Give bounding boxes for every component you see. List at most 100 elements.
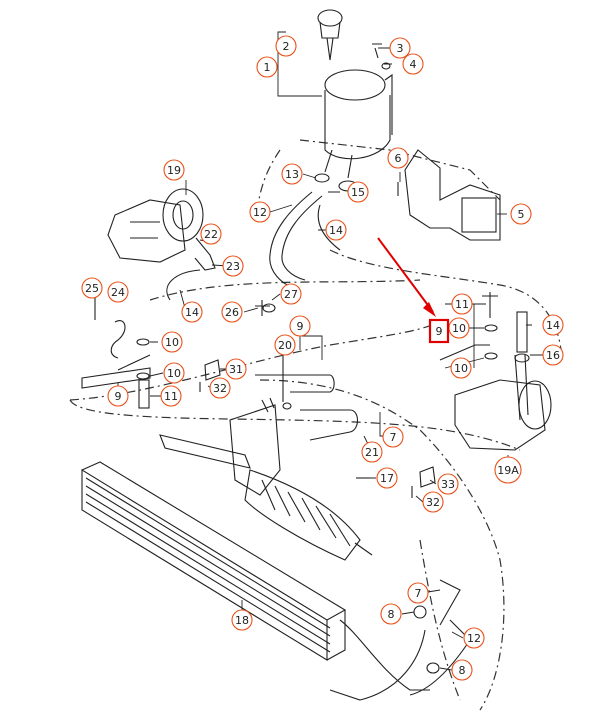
callout-ring	[376, 467, 398, 489]
callout-ring	[289, 315, 311, 337]
callout-ring	[451, 293, 473, 315]
callout-19A[interactable]: 19A	[494, 456, 522, 484]
callout-number: 32	[213, 382, 227, 395]
callout-17[interactable]: 17	[376, 467, 398, 489]
callout-ring	[163, 159, 185, 181]
callout-16[interactable]: 16	[542, 344, 564, 366]
callout-11a[interactable]: 11	[451, 293, 473, 315]
callout-13[interactable]: 13	[281, 163, 303, 185]
callout-number: 11	[164, 390, 178, 403]
callout-12b[interactable]: 12	[463, 627, 485, 649]
callout-14a[interactable]: 14	[325, 219, 347, 241]
callout-number: 7	[390, 431, 397, 444]
callout-19[interactable]: 19	[163, 159, 185, 181]
callout-ring	[280, 283, 302, 305]
callout-ring	[450, 357, 472, 379]
callout-18[interactable]: 18	[231, 609, 253, 631]
callout-12a[interactable]: 12	[249, 201, 271, 223]
callout-number: 16	[546, 349, 560, 362]
callout-ring	[542, 314, 564, 336]
callout-26[interactable]: 26	[221, 301, 243, 323]
callout-ring	[494, 456, 522, 484]
oil-cooler	[80, 461, 430, 691]
callout-ring	[275, 35, 297, 57]
callout-10a[interactable]: 10	[448, 317, 470, 339]
callout-21[interactable]: 21	[361, 441, 383, 463]
callout-ring	[510, 203, 532, 225]
callout-ring	[200, 223, 222, 245]
callout-number: 26	[225, 306, 239, 319]
callout-2[interactable]: 2	[275, 35, 297, 57]
small-hardware	[94, 292, 498, 674]
callout-4[interactable]: 4	[402, 53, 424, 75]
callout-32b[interactable]: 32	[422, 491, 444, 513]
callout-14b[interactable]: 14	[181, 301, 203, 323]
callout-32a[interactable]: 32	[209, 377, 231, 399]
callout-number: 12	[253, 206, 267, 219]
callout-11b[interactable]: 11	[160, 385, 182, 407]
callout-8b[interactable]: 8	[451, 659, 473, 681]
callout-10b[interactable]: 10	[450, 357, 472, 379]
callout-number: 31	[229, 363, 243, 376]
callout-24[interactable]: 24	[107, 281, 129, 303]
callout-ring	[281, 163, 303, 185]
callout-number: 18	[235, 614, 249, 627]
callout-7b[interactable]: 7	[407, 582, 429, 604]
callout-number: 27	[284, 288, 298, 301]
callout-ring	[463, 627, 485, 649]
callout-number: 2	[283, 40, 290, 53]
callout-20[interactable]: 20	[274, 334, 296, 356]
callout-27[interactable]: 27	[280, 283, 302, 305]
callout-1[interactable]: 1	[256, 56, 278, 78]
callout-ring	[361, 441, 383, 463]
callout-7a[interactable]: 7	[382, 426, 404, 448]
callout-23[interactable]: 23	[222, 255, 244, 277]
highlighted-part-label[interactable]: 9	[428, 318, 450, 344]
callout-22[interactable]: 22	[200, 223, 222, 245]
callout-9b[interactable]: 9	[107, 385, 129, 407]
callout-6[interactable]: 6	[387, 147, 409, 169]
callout-number: 19A	[497, 464, 519, 477]
callout-ring	[380, 603, 402, 625]
callout-number: 14	[546, 319, 560, 332]
callout-31[interactable]: 31	[225, 358, 247, 380]
callout-10d[interactable]: 10	[163, 362, 185, 384]
callout-ring	[389, 37, 411, 59]
leader-lines	[117, 31, 545, 671]
steering-rack	[159, 397, 373, 561]
callout-ring	[422, 491, 444, 513]
callout-10c[interactable]: 10	[161, 331, 183, 353]
callout-number: 9	[297, 320, 304, 333]
callout-ring	[274, 334, 296, 356]
callout-number: 9	[115, 390, 122, 403]
callout-9a[interactable]: 9	[289, 315, 311, 337]
callout-ring	[249, 201, 271, 223]
callout-25[interactable]: 25	[81, 277, 103, 299]
hoses	[81, 191, 490, 701]
callout-ring	[161, 331, 183, 353]
callout-number: 15	[351, 186, 365, 199]
callout-ring	[181, 301, 203, 323]
callout-ring	[231, 609, 253, 631]
callout-8a[interactable]: 8	[380, 603, 402, 625]
callout-ring	[382, 426, 404, 448]
callout-14c[interactable]: 14	[542, 314, 564, 336]
callout-number: 13	[285, 168, 299, 181]
callout-ring	[163, 362, 185, 384]
callout-33[interactable]: 33	[437, 473, 459, 495]
callout-number: 4	[410, 58, 417, 71]
callout-number: 10	[165, 336, 179, 349]
callout-5[interactable]: 5	[510, 203, 532, 225]
callout-number: 25	[85, 282, 99, 295]
callout-ring	[225, 358, 247, 380]
callout-ring	[451, 659, 473, 681]
callout-15[interactable]: 15	[347, 181, 369, 203]
callout-ring	[407, 582, 429, 604]
callout-number: 32	[426, 496, 440, 509]
callout-number: 20	[278, 339, 292, 352]
callout-ring	[542, 344, 564, 366]
callout-3[interactable]: 3	[389, 37, 411, 59]
reservoir-bracket	[397, 149, 501, 241]
callout-ring	[107, 281, 129, 303]
